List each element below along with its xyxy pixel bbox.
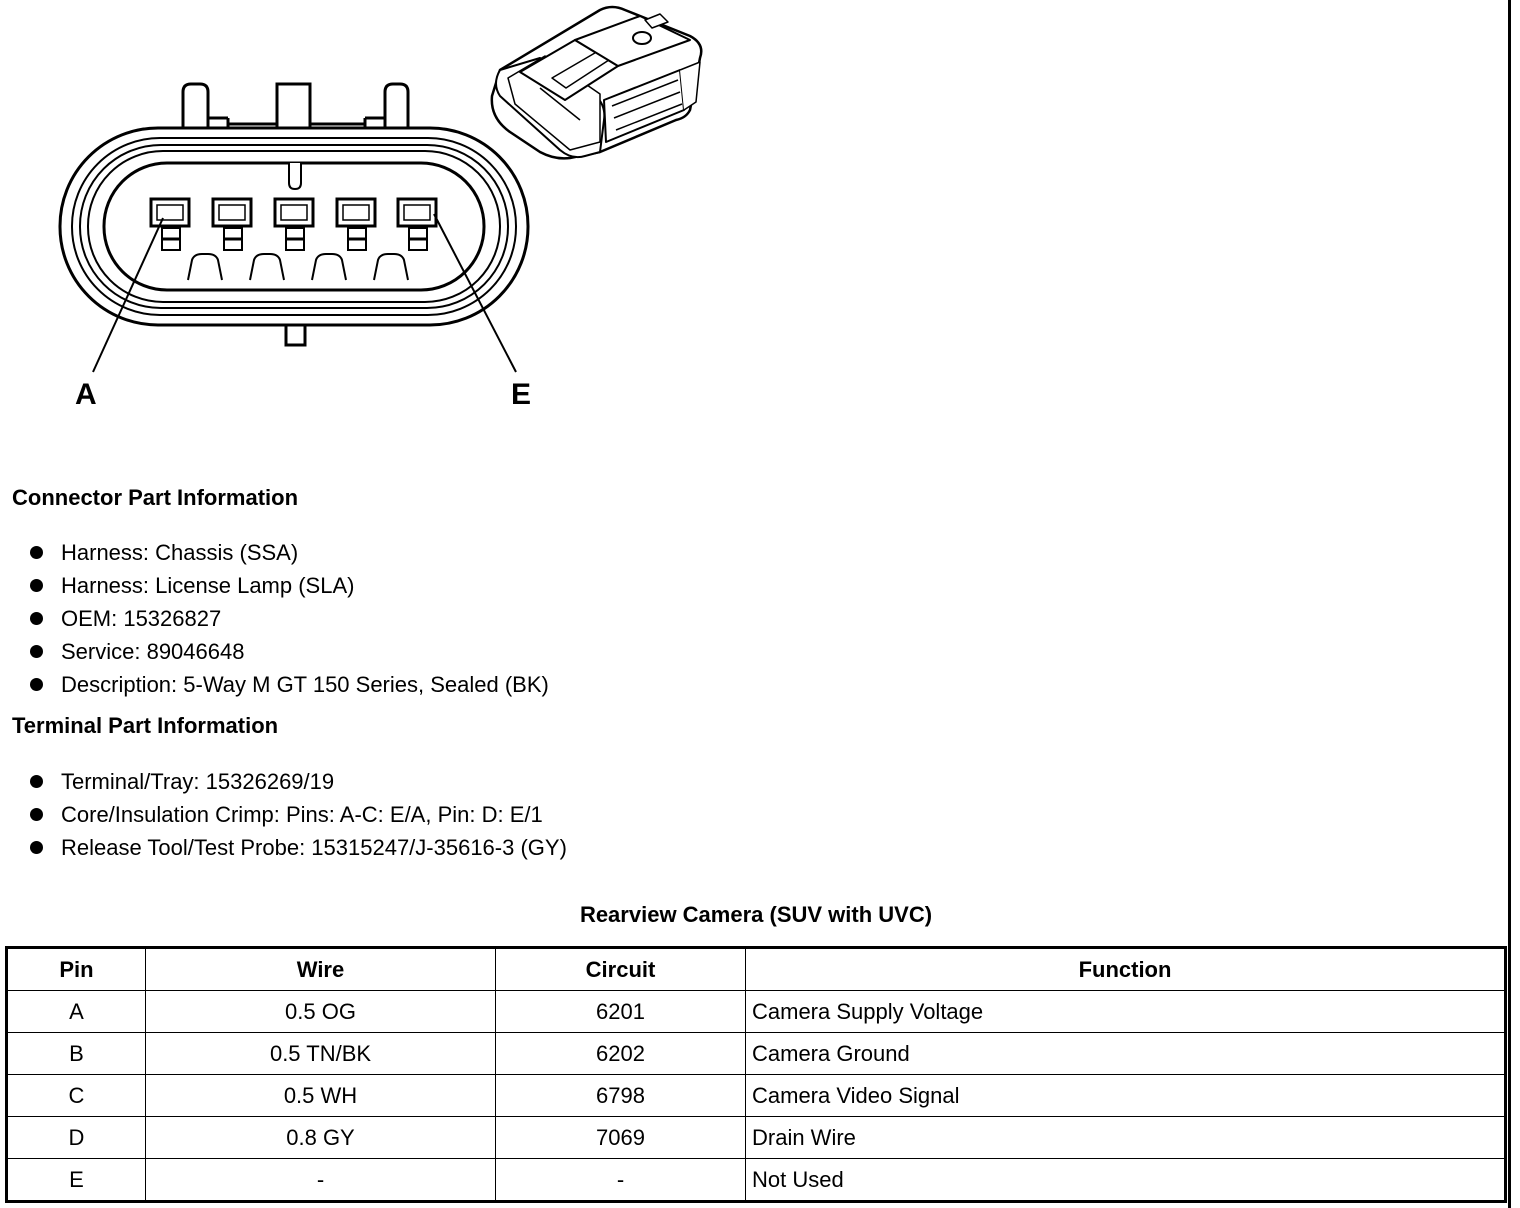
cavity-e [396, 197, 438, 251]
cell-pin: C [6, 1074, 146, 1117]
table-row: A 0.5 OG 6201 Camera Supply Voltage [6, 990, 1506, 1033]
cavity-d [335, 197, 377, 251]
cavity-a [149, 197, 191, 251]
connector-isometric-view [490, 5, 703, 160]
bullet-icon [30, 841, 43, 854]
bullet-icon [30, 775, 43, 788]
bullet-icon [30, 579, 43, 592]
connector-part-information-heading: Connector Part Information [12, 485, 299, 510]
terminal-cavities [149, 197, 438, 251]
bullet-icon [30, 808, 43, 821]
list-item: Harness: Chassis (SSA) [30, 536, 549, 569]
cavity-c [273, 197, 315, 251]
leader-line-a [92, 217, 164, 373]
terminal-part-information-list: Terminal/Tray: 15326269/19 Core/Insulati… [30, 765, 567, 864]
column-header-function: Function [745, 947, 1506, 991]
cell-function: Drain Wire [745, 1116, 1506, 1159]
cell-wire: 0.8 GY [145, 1116, 496, 1159]
cell-pin: E [6, 1158, 146, 1202]
leader-line-e [433, 213, 517, 373]
cell-circuit: - [495, 1158, 746, 1202]
column-header-wire: Wire [145, 947, 496, 991]
cell-circuit: 6798 [495, 1074, 746, 1117]
table-row: D 0.8 GY 7069 Drain Wire [6, 1116, 1506, 1159]
pinout-table-title: Rearview Camera (SUV with UVC) [579, 902, 933, 927]
list-item: Terminal/Tray: 15326269/19 [30, 765, 567, 798]
cell-wire: - [145, 1158, 496, 1202]
cavity-b [211, 197, 253, 251]
table-row: E - - Not Used [6, 1158, 1506, 1202]
pinout-table: Pin Wire Circuit Function A 0.5 OG 6201 … [5, 946, 1507, 1203]
table-row: C 0.5 WH 6798 Camera Video Signal [6, 1074, 1506, 1117]
list-item: Core/Insulation Crimp: Pins: A-C: E/A, P… [30, 798, 567, 831]
connector-part-information-list: Harness: Chassis (SSA) Harness: License … [30, 536, 549, 701]
cell-circuit: 6201 [495, 990, 746, 1033]
table-row: B 0.5 TN/BK 6202 Camera Ground [6, 1032, 1506, 1075]
bullet-icon [30, 645, 43, 658]
cell-pin: D [6, 1116, 146, 1159]
cell-pin: B [6, 1032, 146, 1075]
list-item: Service: 89046648 [30, 635, 549, 668]
cell-circuit: 7069 [495, 1116, 746, 1159]
cell-circuit: 6202 [495, 1032, 746, 1075]
list-item: Description: 5-Way M GT 150 Series, Seal… [30, 668, 549, 701]
terminal-part-information-heading: Terminal Part Information [12, 713, 279, 738]
cell-wire: 0.5 OG [145, 990, 496, 1033]
cell-function: Camera Supply Voltage [745, 990, 1506, 1033]
bullet-icon [30, 678, 43, 691]
column-header-pin: Pin [6, 947, 146, 991]
cell-pin: A [6, 990, 146, 1033]
connector-face-diagram [58, 5, 703, 373]
table-header-row: Pin Wire Circuit Function [6, 947, 1506, 991]
list-item: Release Tool/Test Probe: 15315247/J-3561… [30, 831, 567, 864]
bullet-icon [30, 612, 43, 625]
pin-a-callout: A [75, 378, 97, 411]
cell-function: Camera Ground [745, 1032, 1506, 1075]
list-item: OEM: 15326827 [30, 602, 549, 635]
cell-wire: 0.5 TN/BK [145, 1032, 496, 1075]
page-right-border [1508, 0, 1511, 1208]
column-header-circuit: Circuit [495, 947, 746, 991]
cell-function: Camera Video Signal [745, 1074, 1506, 1117]
pin-e-callout: E [511, 378, 532, 411]
list-item: Harness: License Lamp (SLA) [30, 569, 549, 602]
cell-function: Not Used [745, 1158, 1506, 1202]
cell-wire: 0.5 WH [145, 1074, 496, 1117]
bullet-icon [30, 546, 43, 559]
